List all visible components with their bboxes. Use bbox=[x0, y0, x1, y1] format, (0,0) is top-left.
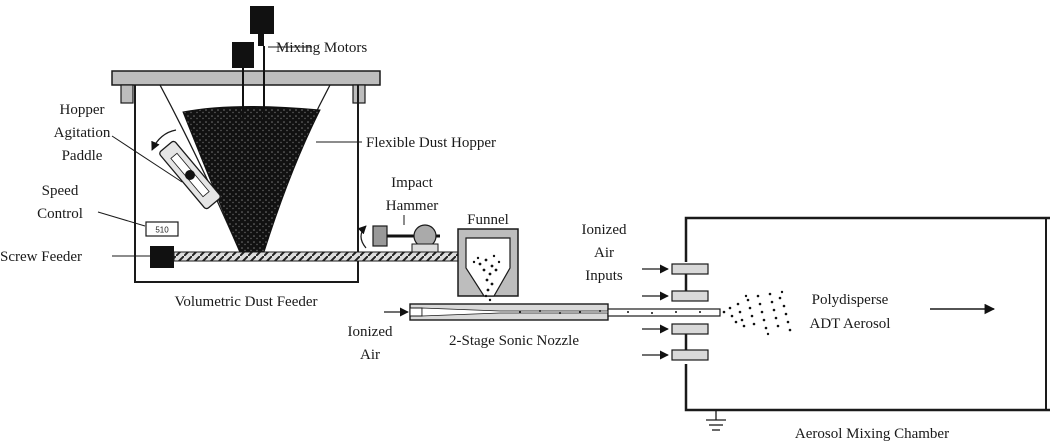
volumetric-dust-feeder: Mixing Motors Hopper Agitation Paddle Fl… bbox=[0, 6, 496, 310]
paddle-rotation-arrow bbox=[151, 129, 177, 151]
label-ionized-air-line1: Ionized bbox=[348, 324, 393, 340]
screw-feeder-tube bbox=[173, 251, 475, 262]
sonic-nozzle: Ionized Air 2-Stage Sonic Nozzle bbox=[348, 303, 721, 363]
motor-coupling-upper bbox=[258, 34, 264, 46]
impact-hammer: Impact Hammer bbox=[357, 175, 440, 253]
nozzle-particles bbox=[519, 310, 701, 314]
ground-symbol bbox=[706, 410, 726, 431]
label-funnel: Funnel bbox=[467, 212, 509, 228]
label-speed-line1: Speed bbox=[42, 183, 79, 199]
leader-hopper-paddle bbox=[111, 135, 183, 183]
label-aerosol-line1: Polydisperse bbox=[812, 292, 889, 308]
label-air-inputs-line3: Inputs bbox=[585, 268, 623, 284]
speed-control-value: 510 bbox=[155, 226, 169, 235]
label-volumetric-dust-feeder: Volumetric Dust Feeder bbox=[174, 294, 317, 310]
aerosol-mixing-chamber: Ionized Air Inputs Polydisperse ADT Aero… bbox=[582, 216, 1050, 442]
label-hopper-line1: Hopper bbox=[60, 102, 105, 118]
feeder-lid bbox=[111, 70, 381, 86]
feeder-housing bbox=[134, 85, 359, 283]
nozzle-inlet bbox=[409, 307, 423, 317]
label-screw-feeder: Screw Feeder bbox=[0, 249, 82, 265]
chamber-wall-top bbox=[684, 216, 1050, 262]
air-port-1 bbox=[671, 263, 709, 275]
label-hopper-line2: Agitation bbox=[54, 125, 111, 141]
hammer-swing-arrow bbox=[357, 225, 367, 249]
label-aerosol-mixing-chamber: Aerosol Mixing Chamber bbox=[795, 426, 949, 442]
funnel-cone bbox=[465, 237, 511, 297]
lid-clamp-left bbox=[120, 84, 134, 104]
label-mixing-motors: Mixing Motors bbox=[276, 40, 367, 56]
label-ionized-air-line2: Air bbox=[360, 347, 380, 363]
funnel-assembly: Funnel bbox=[457, 212, 519, 302]
speed-control-display bbox=[145, 221, 179, 237]
funnel-falling-dust bbox=[472, 254, 501, 302]
air-port-3 bbox=[671, 323, 709, 335]
label-impact-line1: Impact bbox=[391, 175, 433, 191]
hammer-head bbox=[372, 225, 388, 247]
label-air-inputs-line2: Air bbox=[594, 245, 614, 261]
leader-speed-control bbox=[97, 211, 146, 227]
chamber-wall-bottom bbox=[684, 364, 1050, 412]
air-port-4 bbox=[671, 349, 709, 361]
aerosol-spray bbox=[722, 290, 792, 336]
label-speed-line2: Control bbox=[37, 206, 83, 222]
label-aerosol-line2: ADT Aerosol bbox=[810, 316, 891, 332]
mixing-motor-upper bbox=[250, 6, 274, 34]
label-air-inputs-line1: Ionized bbox=[582, 222, 627, 238]
nozzle-outlet-tube bbox=[607, 308, 721, 317]
label-hopper-line3: Paddle bbox=[62, 148, 103, 164]
air-port-2 bbox=[671, 290, 709, 302]
dust-fill bbox=[182, 105, 321, 253]
mixing-motor-lower bbox=[232, 42, 254, 68]
hammer-mount bbox=[411, 243, 439, 253]
label-sonic-nozzle: 2-Stage Sonic Nozzle bbox=[449, 333, 579, 349]
label-flexible-dust-hopper: Flexible Dust Hopper bbox=[366, 135, 496, 151]
label-impact-line2: Hammer bbox=[386, 198, 438, 214]
screw-feeder-motor bbox=[150, 246, 174, 268]
paddle-pivot bbox=[185, 170, 195, 180]
